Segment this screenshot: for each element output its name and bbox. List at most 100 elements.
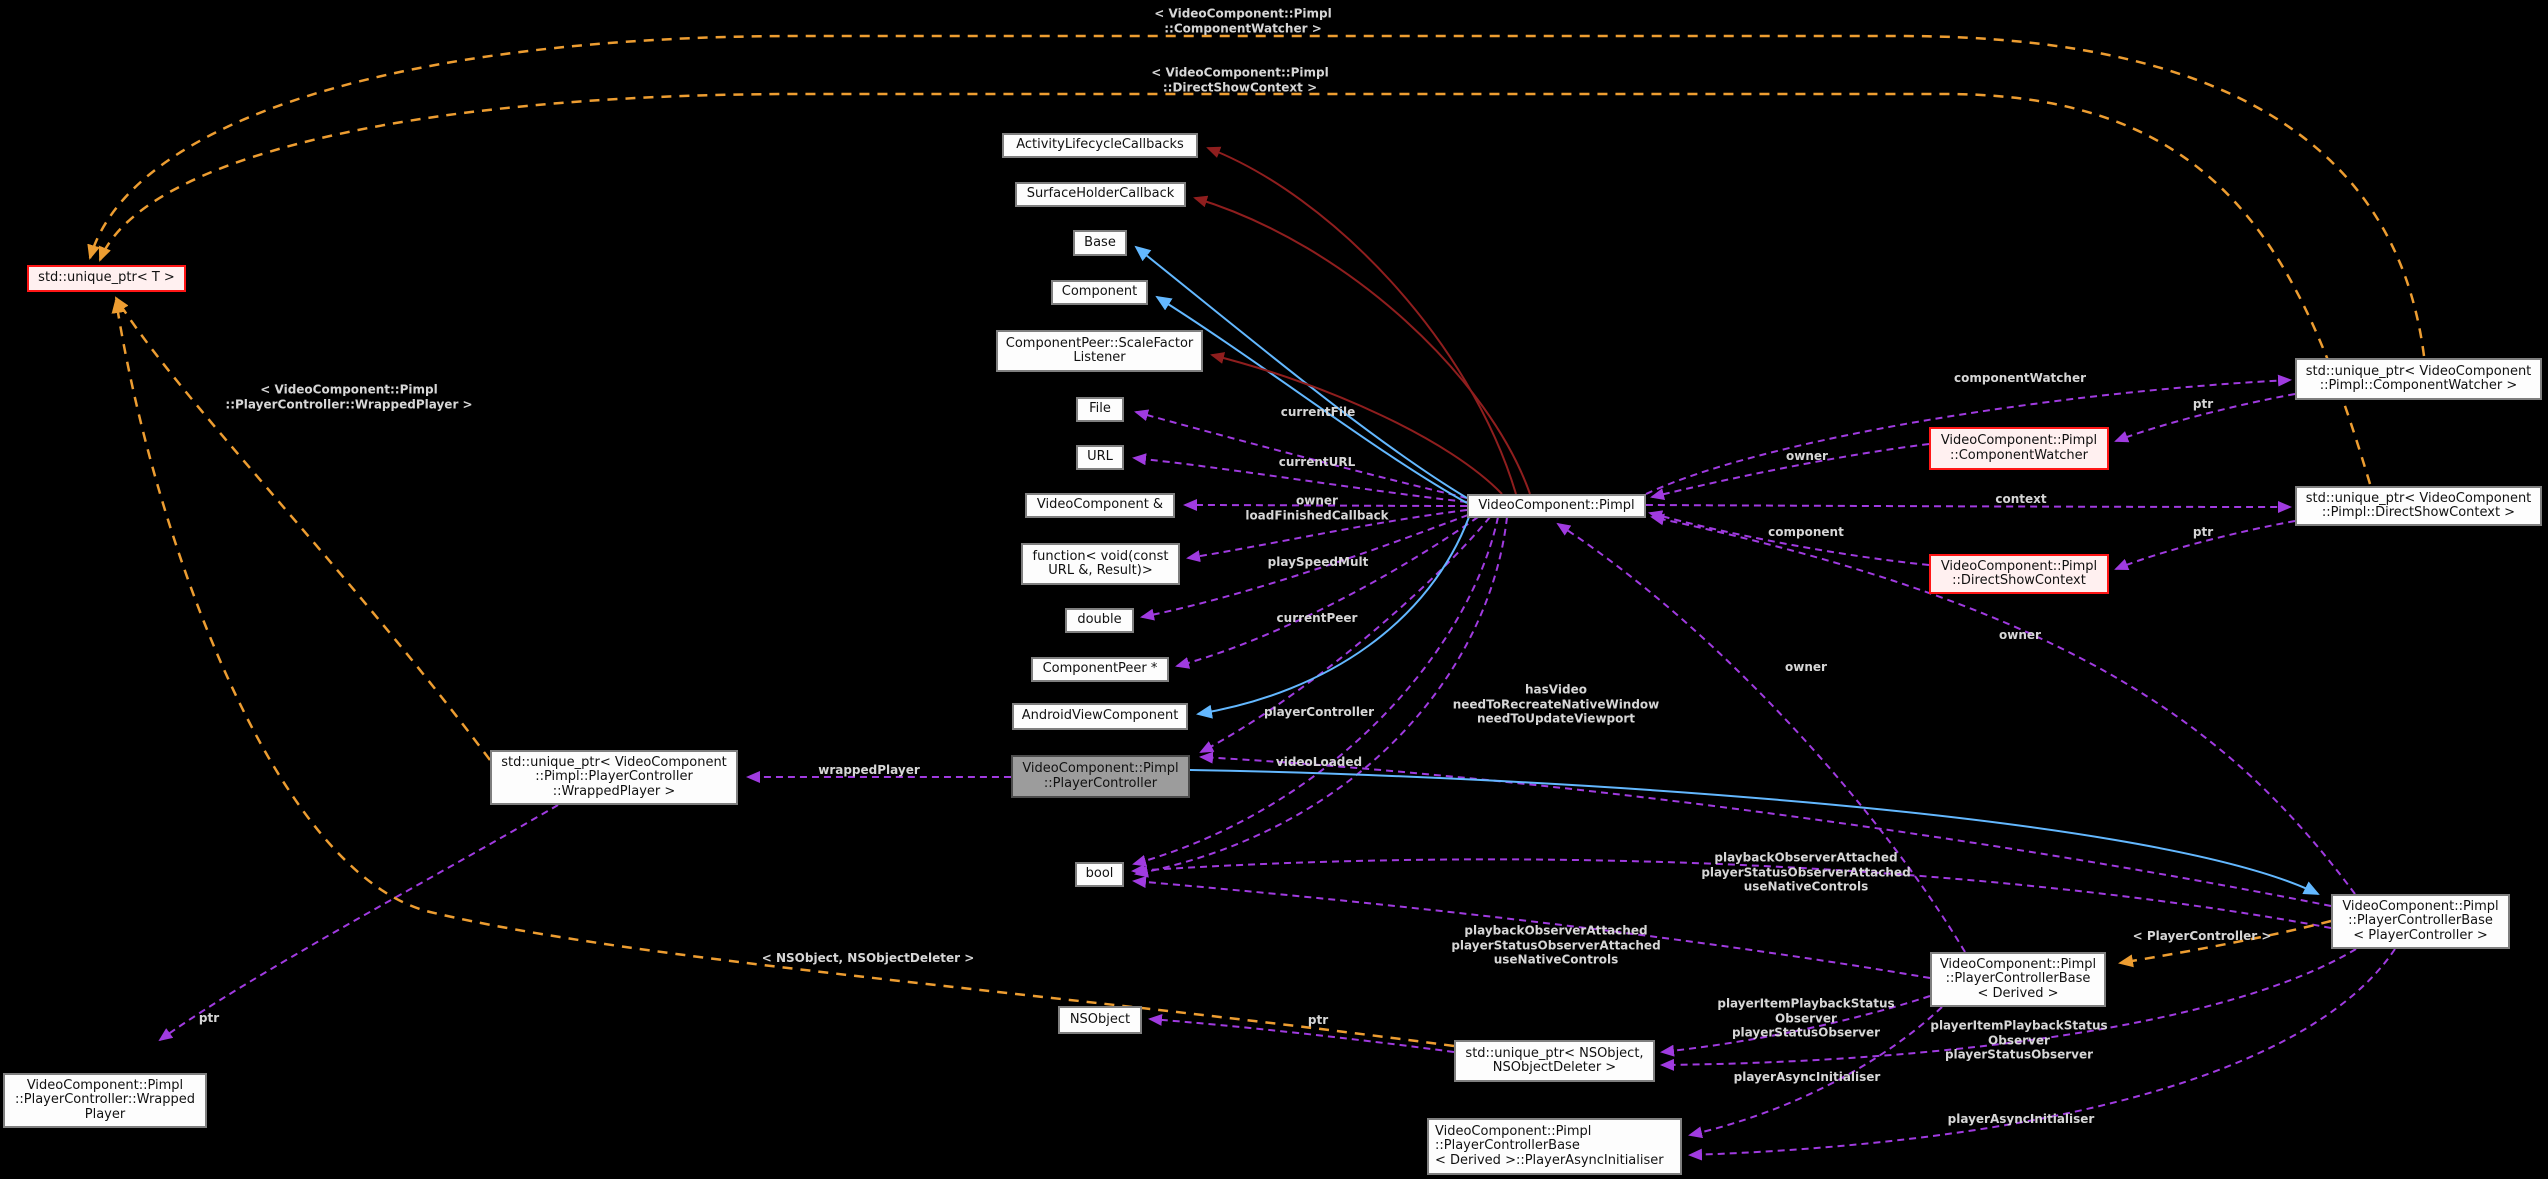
node-video-component-pimpl[interactable]: VideoComponent::Pimpl — [1467, 494, 1646, 518]
edge-component-watcher-member — [1645, 374, 2292, 495]
edge-load-finished-callback — [1186, 509, 1468, 563]
edge-label-ptr-nsobject: ptr — [1308, 1013, 1328, 1028]
edge-label-line: playerStatusObserver — [1731, 1025, 1881, 1040]
edge-label-playback-flags-left: playbackObserverAttached playerStatusObs… — [1451, 923, 1660, 967]
edge-label-line: < VideoComponent::Pimpl — [260, 382, 438, 397]
edge-label-line: < VideoComponent::Pimpl — [1151, 65, 1329, 80]
edge-label-line: componentWatcher — [1953, 370, 2087, 385]
edge-label-template-component-watcher: < VideoComponent::Pimpl ::ComponentWatch… — [1154, 7, 1331, 36]
edge-label-line: playerController — [1263, 704, 1375, 719]
edge-label-line: < NSObject, NSObjectDeleter > — [761, 950, 975, 965]
edge-label-line: ::PlayerController::WrappedPlayer > — [225, 397, 473, 411]
node-double[interactable]: double — [1065, 608, 1134, 633]
edge-label-line: owner — [1786, 448, 1828, 463]
node-line: ::PlayerController::Wrapped — [14, 1092, 196, 1108]
edge-inherit-surface-holder — [1193, 195, 1531, 495]
node-unique-ptr-t[interactable]: std::unique_ptr< T > — [27, 265, 186, 292]
edge-label-player-async-initialiser-right: playerAsyncInitialiser — [1948, 1112, 2095, 1127]
edge-label-line: owner — [1999, 627, 2041, 642]
edge-label-line: ptr — [1307, 1012, 1329, 1027]
node-file[interactable]: File — [1076, 397, 1124, 422]
node-player-async-initialiser[interactable]: VideoComponent::Pimpl ::PlayerController… — [1427, 1118, 1682, 1175]
edge-label-line: playerItemPlaybackStatus — [1717, 996, 1895, 1011]
node-line: < Derived >::PlayerAsyncInitialiser — [1435, 1152, 1664, 1168]
edge-has-video-2 — [1134, 516, 1508, 878]
edge-label-line: ptr — [2192, 396, 2214, 411]
node-line: URL — [1087, 449, 1113, 465]
node-pcb-player-controller[interactable]: VideoComponent::Pimpl ::PlayerController… — [2331, 894, 2510, 949]
node-line: ::ComponentWatcher — [1949, 447, 2089, 463]
node-load-finished-fn[interactable]: function< void(const URL &, Result)> — [1021, 543, 1180, 585]
node-component-peer-ptr[interactable]: ComponentPeer * — [1031, 657, 1169, 682]
node-unique-ptr-component-watcher[interactable]: std::unique_ptr< VideoComponent ::Pimpl:… — [2295, 358, 2542, 400]
node-line: VideoComponent::Pimpl — [1940, 558, 2098, 574]
edge-observers-from-pcbpc — [1660, 948, 2357, 1071]
node-android-view-component[interactable]: AndroidViewComponent — [1012, 703, 1188, 730]
edge-inherit-component — [1155, 295, 1468, 504]
node-line: VideoComponent::Pimpl — [26, 1077, 184, 1093]
edge-label-line: playerStatusObserverAttached — [1451, 937, 1661, 952]
node-video-component-ref[interactable]: VideoComponent & — [1025, 493, 1175, 518]
node-line: ::Pimpl::DirectShowContext > — [2321, 505, 2516, 520]
node-line: std::unique_ptr< VideoComponent — [2305, 363, 2532, 379]
edge-label-line: ::ComponentWatcher > — [1164, 21, 1322, 35]
edge-ptr-wrapped — [158, 804, 559, 1042]
edge-label-line: playerAsyncInitialiser — [1733, 1069, 1881, 1084]
edge-label-line: owner — [1296, 493, 1338, 508]
node-bool[interactable]: bool — [1075, 862, 1124, 887]
node-line: ::PlayerControllerBase — [1945, 971, 2091, 987]
edge-label-owner-mid: owner — [1785, 660, 1827, 675]
edge-current-url — [1132, 453, 1468, 503]
node-url[interactable]: URL — [1076, 445, 1124, 470]
edge-label-line: Observer — [1775, 1010, 1837, 1025]
edge-label-line: hasVideo — [1525, 682, 1587, 697]
edge-inherit-android-view — [1196, 516, 1470, 719]
edge-label-player-item-observers-right: playerItemPlaybackStatus Observer player… — [1930, 1018, 2107, 1062]
node-player-controller: VideoComponent::Pimpl ::PlayerController — [1011, 755, 1190, 798]
node-activity-lifecycle-callbacks[interactable]: ActivityLifecycleCallbacks — [1002, 133, 1198, 158]
edge-label-line: ::DirectShowContext > — [1162, 80, 1318, 94]
node-scale-factor-listener[interactable]: ComponentPeer::ScaleFactor Listener — [996, 330, 1203, 372]
node-base[interactable]: Base — [1073, 230, 1127, 256]
node-nsobject[interactable]: NSObject — [1058, 1006, 1142, 1034]
edge-label-ptr-context: ptr — [2193, 525, 2213, 540]
node-pcb-derived[interactable]: VideoComponent::Pimpl ::PlayerController… — [1930, 952, 2106, 1007]
edge-label-owner-load-finished: owner loadFinishedCallback — [1245, 494, 1388, 523]
edge-label-line: owner — [1785, 659, 1827, 674]
node-component[interactable]: Component — [1051, 280, 1148, 305]
edge-owner-from-watcher — [1650, 443, 1930, 500]
node-direct-show-context[interactable]: VideoComponent::Pimpl ::DirectShowContex… — [1929, 554, 2109, 594]
edge-label-line: loadFinishedCallback — [1245, 508, 1389, 522]
edge-label-line: currentURL — [1278, 454, 1356, 469]
edge-template-direct-show-context — [98, 92, 2372, 485]
node-line: ::Pimpl::PlayerController — [535, 769, 693, 785]
node-surface-holder-callback[interactable]: SurfaceHolderCallback — [1015, 182, 1186, 207]
edge-label-player-item-observers-left: playerItemPlaybackStatus Observer player… — [1717, 996, 1894, 1040]
edge-current-file — [1134, 409, 1468, 499]
edge-label-current-file: currentFile — [1281, 405, 1355, 420]
node-line: ::Pimpl::ComponentWatcher > — [2319, 378, 2518, 393]
edge-inherit-activity-lifecycle — [1206, 146, 1517, 495]
node-unique-ptr-direct-show-context[interactable]: std::unique_ptr< VideoComponent ::Pimpl:… — [2295, 486, 2542, 526]
node-line: ::WrappedPlayer > — [552, 783, 676, 799]
edge-label-line: ptr — [2192, 524, 2214, 539]
edge-async-init-from-pcbd — [1688, 1006, 1943, 1139]
edge-inherit-base — [1134, 245, 1468, 499]
node-line: function< void(const — [1032, 548, 1169, 564]
node-unique-ptr-wrapped-player[interactable]: std::unique_ptr< VideoComponent ::Pimpl:… — [490, 750, 738, 805]
node-line: URL &, Result)> — [1048, 563, 1153, 578]
node-line: VideoComponent::Pimpl — [2342, 898, 2499, 914]
edge-inherit-pcb-player-controller — [1189, 769, 2320, 895]
node-line: SurfaceHolderCallback — [1026, 186, 1175, 202]
edge-label-ptr-wrapped: ptr — [199, 1011, 219, 1026]
edge-context-member — [1645, 500, 2292, 513]
node-wrapped-player[interactable]: VideoComponent::Pimpl ::PlayerController… — [3, 1073, 207, 1128]
edge-label-line: wrappedPlayer — [818, 762, 920, 777]
edge-template-wrapped-player — [114, 296, 491, 761]
node-line: Component — [1061, 284, 1138, 300]
node-unique-ptr-nsobject[interactable]: std::unique_ptr< NSObject, NSObjectDelet… — [1454, 1040, 1655, 1082]
node-line: ComponentPeer * — [1042, 661, 1158, 677]
edge-label-line: needToRecreateNativeWindow — [1452, 696, 1660, 711]
node-component-watcher[interactable]: VideoComponent::Pimpl ::ComponentWatcher — [1929, 427, 2109, 470]
